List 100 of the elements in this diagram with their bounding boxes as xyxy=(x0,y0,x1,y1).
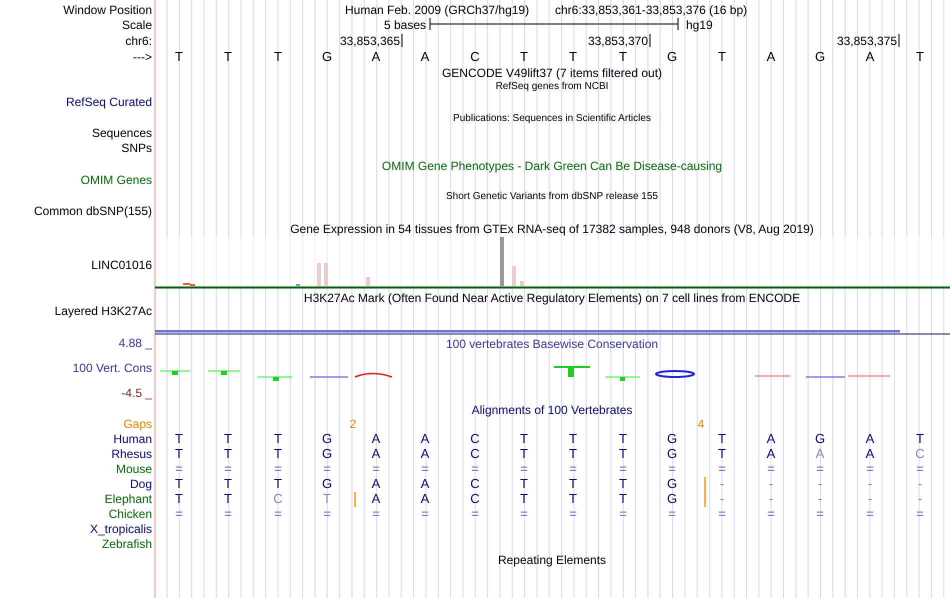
species-name: Chicken xyxy=(108,507,152,521)
base-letter: = xyxy=(323,462,331,476)
base-letter: = xyxy=(916,507,924,521)
base-letter: G xyxy=(666,432,678,446)
base-letter: G xyxy=(814,50,826,64)
species-name: Elephant xyxy=(104,492,152,506)
assembly-label: Human Feb. 2009 (GRCh37/hg19) xyxy=(345,3,530,17)
base-letter: C xyxy=(915,447,925,461)
base-letter: T xyxy=(619,50,627,64)
base-letter: = xyxy=(471,462,479,476)
base-letter: T xyxy=(274,447,282,461)
base-letter: - xyxy=(918,492,922,506)
base-letter: T xyxy=(323,492,331,506)
track-title: Publications: Sequences in Scientific Articles xyxy=(453,112,651,126)
base-letter: T xyxy=(520,447,528,461)
track-name: Common dbSNP(155) xyxy=(34,204,152,218)
base-letter: T xyxy=(718,50,726,64)
base-letter: = xyxy=(274,462,282,476)
base-letter: = xyxy=(916,462,924,476)
coordinate-label: 33,853,370 xyxy=(588,34,648,48)
base-letter: A xyxy=(766,447,776,461)
base-letter: T xyxy=(224,50,232,64)
species-name: Zebrafish xyxy=(102,537,152,551)
species-name: Mouse xyxy=(116,462,152,476)
base-letter: = xyxy=(619,507,627,521)
base-letter: - xyxy=(818,477,822,491)
base-letter: = xyxy=(323,507,331,521)
base-letter: = xyxy=(816,507,824,521)
track-title: 100 vertebrates Basewise Conservation xyxy=(446,337,658,351)
row-label: Scale xyxy=(122,18,152,32)
base-letter: = xyxy=(520,507,528,521)
base-letter: - xyxy=(868,492,872,506)
base-letter: = xyxy=(619,462,627,476)
base-letter: C xyxy=(470,432,480,446)
base-letter: = xyxy=(866,462,874,476)
base-letter: G xyxy=(666,50,678,64)
track-title: GENCODE V49lift37 (7 items filtered out) xyxy=(442,66,662,80)
base-letter: T xyxy=(224,447,232,461)
row-label: chr6: xyxy=(125,34,152,48)
base-letter: T xyxy=(224,492,232,506)
base-letter: T xyxy=(916,432,924,446)
track-title: Repeating Elements xyxy=(498,553,606,567)
base-letter: T xyxy=(175,447,183,461)
base-letter: G xyxy=(322,432,332,446)
assembly-label: hg19 xyxy=(686,18,713,32)
strand-arrow: ---> xyxy=(133,50,152,64)
track-name: SNPs xyxy=(121,141,152,155)
base-letter: G xyxy=(666,477,678,491)
base-letter: T xyxy=(569,477,577,491)
base-letter: T xyxy=(520,432,528,446)
base-letter: = xyxy=(668,507,676,521)
track-name: 100 Vert. Cons xyxy=(72,361,152,375)
base-letter: T xyxy=(569,492,577,506)
base-letter: A xyxy=(866,447,874,461)
base-letter: A xyxy=(420,477,430,491)
base-letter: = xyxy=(520,462,528,476)
base-letter: G xyxy=(814,432,826,446)
base-letter: A xyxy=(420,432,430,446)
base-letter: = xyxy=(718,507,726,521)
base-letter: T xyxy=(175,477,183,491)
base-letter: C xyxy=(470,492,480,506)
base-letter: = xyxy=(175,507,183,521)
base-letter: = xyxy=(274,507,282,521)
base-letter: = xyxy=(372,507,380,521)
base-letter: A xyxy=(420,50,430,64)
base-letter: = xyxy=(569,462,577,476)
track-title: Gene Expression in 54 tissues from GTEx RNA-seq of 17382 samples, 948 donors (V8, Aug 2019) xyxy=(290,222,814,236)
track-name: OMIM Genes xyxy=(80,173,152,187)
track-title: Alignments of 100 Vertebrates xyxy=(472,403,632,417)
base-letter: = xyxy=(767,462,775,476)
base-letter: T xyxy=(224,432,232,446)
base-letter: T xyxy=(619,432,627,446)
track-name: LINC01016 xyxy=(91,258,152,272)
base-letter: - xyxy=(918,477,922,491)
base-letter: A xyxy=(372,447,380,461)
track-title: OMIM Gene Phenotypes - Dark Green Can Be Disease-causing xyxy=(382,159,722,173)
species-name: Human xyxy=(113,432,152,446)
base-letter: A xyxy=(372,492,380,506)
base-letter: = xyxy=(372,462,380,476)
base-letter: G xyxy=(322,50,332,64)
base-letter: T xyxy=(619,477,627,491)
base-letter: G xyxy=(666,492,678,506)
base-letter: A xyxy=(372,50,380,64)
base-letter: T xyxy=(274,477,282,491)
base-letter: T xyxy=(718,447,726,461)
base-letter: C xyxy=(470,447,480,461)
base-letter: = xyxy=(224,462,232,476)
axis-label: -4.5 _ xyxy=(121,386,152,400)
base-letter: = xyxy=(668,462,676,476)
track-name: Sequences xyxy=(92,126,152,140)
row-label: Window Position xyxy=(63,3,152,17)
base-letter: = xyxy=(471,507,479,521)
base-letter: T xyxy=(175,50,183,64)
base-letter: A xyxy=(866,432,874,446)
base-letter: T xyxy=(224,477,232,491)
base-letter: - xyxy=(868,477,872,491)
base-letter: T xyxy=(520,492,528,506)
base-letter: T xyxy=(274,50,282,64)
base-letter: = xyxy=(569,507,577,521)
base-letter: = xyxy=(767,507,775,521)
